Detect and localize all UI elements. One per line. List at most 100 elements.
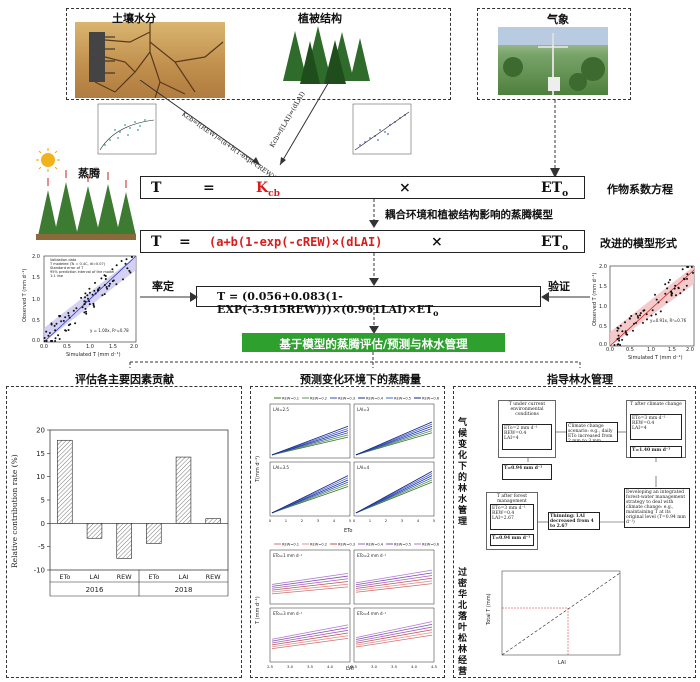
response-panel-label: LAI=4 (357, 465, 370, 470)
cal-point (94, 281, 96, 284)
model-application-text: 基于模型的蒸腾评估/预测与林水管理 (279, 337, 468, 351)
calibrate-label: 率定 (152, 280, 174, 293)
response-line (271, 578, 349, 589)
bar-group-label: 2016 (86, 586, 104, 594)
legend-label: REW=0.3 (338, 543, 355, 547)
response-line (271, 586, 349, 595)
cal-point (83, 303, 86, 306)
cal-point (84, 307, 87, 310)
cal-point (45, 340, 48, 342)
val-point (633, 322, 635, 325)
cal-point (57, 334, 60, 337)
eq1-equals: = (203, 180, 215, 196)
cal-point (72, 309, 75, 312)
formula-arrows (139, 80, 331, 166)
cal-point (88, 287, 91, 290)
bar-group-label: 2018 (175, 586, 193, 594)
val-point (624, 321, 626, 324)
eq1-eto: ETo (541, 180, 569, 199)
response-line (355, 621, 433, 638)
flow-t-climate: T=1.40 mm d⁻¹ (630, 446, 682, 458)
cal-point (92, 304, 95, 307)
val-point (664, 292, 667, 295)
cal-point (108, 284, 111, 287)
cal-point (88, 291, 91, 294)
contribution-panel (6, 386, 242, 678)
legend-label: REW=0.6 (422, 543, 440, 547)
val-point (657, 301, 660, 304)
cal-point (50, 323, 53, 326)
contribution-bar (57, 439, 73, 524)
val-point (692, 271, 694, 274)
val-point (670, 290, 673, 293)
response-line (355, 575, 433, 588)
bar-ytick-label: -10 (34, 567, 45, 575)
response-line (271, 583, 349, 593)
val-point (630, 315, 633, 317)
response-panel-frame (269, 461, 351, 517)
cal-stat: y = 1.00x, R²=0.78 (90, 328, 129, 333)
val-point (651, 309, 654, 312)
cal-point (62, 319, 65, 322)
response-line (355, 569, 433, 584)
val-point (625, 333, 628, 336)
val-point (625, 331, 627, 334)
bar-ytick-label: 5 (41, 497, 45, 505)
cal-point (68, 316, 71, 319)
val-point (613, 344, 616, 346)
bar-category-label: ETo (59, 573, 70, 581)
lai-ylabel: T (mm d⁻¹) (255, 596, 261, 624)
response-xtick: 2 (385, 518, 388, 523)
val-point (617, 337, 620, 340)
cal-point (88, 300, 91, 303)
val-point (628, 317, 631, 320)
cal-xtick: 0.5 (63, 344, 71, 350)
response-line (355, 626, 433, 642)
val-ytick: 2.0 (599, 264, 607, 270)
cal-point (111, 280, 114, 283)
flow-var: ETo=3 mm d⁻¹ (632, 416, 666, 421)
bar-category-label: REW (117, 573, 133, 581)
val-xlabel: Simulated T (mm d⁻¹) (628, 355, 683, 361)
cal-point (126, 267, 129, 270)
val-point (673, 287, 676, 290)
response-panel-frame (353, 549, 435, 605)
cal-point (122, 278, 124, 281)
cal-point (67, 324, 70, 327)
eq2-eto: ETo (541, 234, 569, 253)
response-xtick: 4.0 (327, 664, 334, 669)
flow-var: REW=0.4 (504, 431, 527, 436)
eq1-t: T (151, 180, 162, 196)
val-point (632, 329, 634, 332)
flow-var: REW=0.4 (492, 511, 515, 516)
equation-3-box: T = (0.056+0.083(1-EXP(-3.915REW)))×(0.9… (196, 286, 541, 318)
cal-point (53, 324, 56, 327)
val-point (664, 283, 667, 286)
cal-point (120, 260, 123, 262)
lai-thumbnail-plot (345, 100, 415, 162)
lai-total-t-chart: Total T (mm) LAI (478, 565, 628, 670)
weather-arrow (550, 100, 560, 178)
response-line (355, 632, 433, 646)
response-panel-label: ETo=3 mm d⁻¹ (273, 611, 303, 616)
response-xtick: 3.0 (371, 664, 378, 669)
bar-ytick-label: 15 (36, 450, 45, 458)
cal-ylabel: Observed T (mm d⁻¹) (22, 268, 28, 322)
legend-label: REW=0.3 (338, 397, 355, 401)
response-panel-frame (269, 549, 351, 605)
contribution-bar (205, 518, 221, 524)
response-line (271, 575, 349, 587)
val-ylabel: Observed T (mm d⁻¹) (592, 272, 598, 326)
response-panel-frame (353, 461, 435, 517)
cal-point (43, 337, 46, 339)
cal-point (54, 337, 57, 340)
response-line (271, 425, 349, 456)
input-frame (66, 8, 451, 100)
flow-scenario-box: Climate change scenario: e.g., daily ETo… (566, 422, 618, 444)
bar-category-label: ETo (148, 573, 159, 581)
cal-legend-item: Validation data (50, 258, 77, 262)
cal-point (43, 340, 46, 342)
val-point (686, 266, 689, 268)
